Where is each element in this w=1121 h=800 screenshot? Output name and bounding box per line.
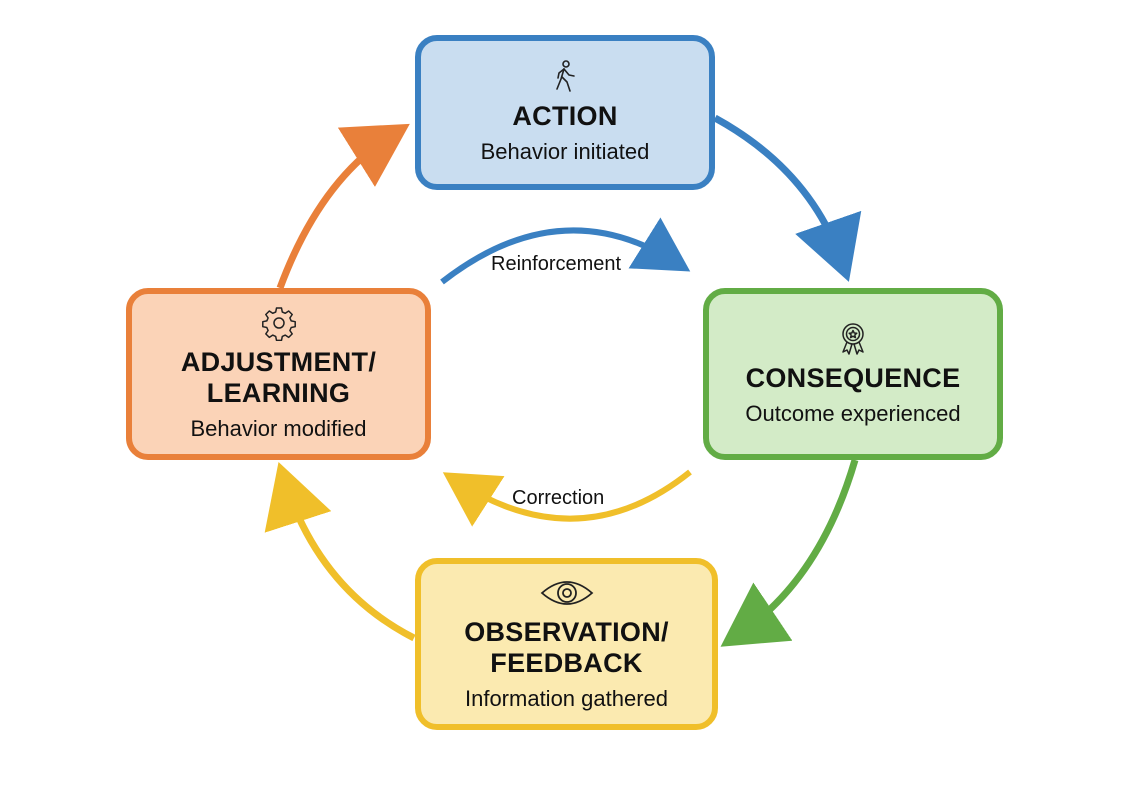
- node-title-line2: LEARNING: [206, 378, 351, 408]
- node-adjustment: ADJUSTMENT/ LEARNING Behavior modified: [126, 288, 431, 460]
- arrow-correction: [442, 469, 692, 527]
- node-title-line2: FEEDBACK: [490, 648, 643, 678]
- node-subtitle: Outcome experienced: [745, 400, 961, 426]
- arrow-consequence-to-observation: [720, 459, 859, 647]
- node-subtitle: Behavior modified: [190, 416, 367, 441]
- gear-icon: [261, 307, 296, 341]
- reinforcement-label: Reinforcement: [491, 253, 622, 275]
- node-title: ACTION: [512, 101, 618, 131]
- eye-icon: [540, 581, 593, 605]
- node-title: CONSEQUENCE: [745, 362, 961, 393]
- correction-label: Correction: [512, 487, 605, 509]
- node-action: ACTION Behavior initiated: [415, 35, 715, 190]
- award-ribbon-icon: [842, 322, 864, 355]
- node-consequence: CONSEQUENCE Outcome experienced: [703, 288, 1003, 460]
- node-subtitle: Behavior initiated: [480, 139, 650, 164]
- arrow-reinforcement: [440, 217, 691, 285]
- arrow-adjustment-to-action: [276, 123, 410, 290]
- arrow-observation-to-adjustment: [264, 462, 416, 642]
- arrow-action-to-consequence: [713, 114, 862, 282]
- walking-person-icon: [556, 60, 575, 92]
- node-subtitle: Information gathered: [464, 686, 669, 711]
- node-title-line1: ADJUSTMENT/: [180, 347, 377, 377]
- node-observation: OBSERVATION/ FEEDBACK Information gather…: [415, 558, 718, 730]
- node-title-line1: OBSERVATION/: [464, 617, 669, 647]
